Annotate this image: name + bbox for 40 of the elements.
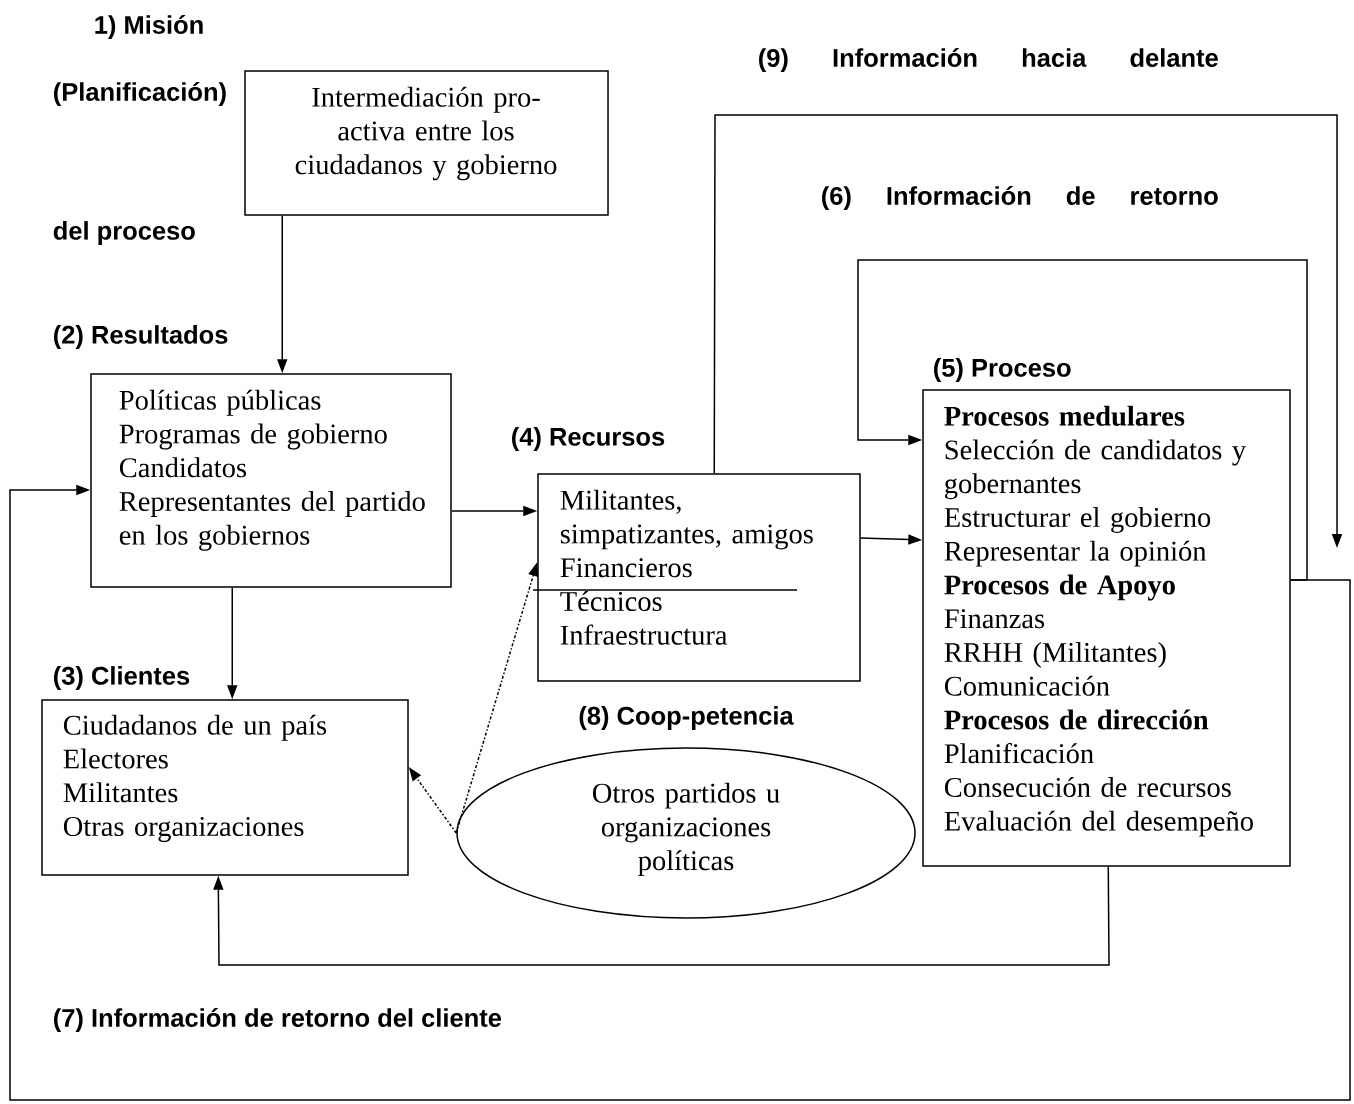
arrow bbox=[213, 866, 1110, 966]
list-item: Políticas públicas bbox=[119, 389, 321, 416]
heading: del proceso bbox=[53, 221, 195, 245]
arrow bbox=[9, 484, 1351, 1101]
list-item: Representantes del partido en los gobiernos bbox=[119, 491, 425, 551]
list-item: Programas de gobierno bbox=[119, 423, 387, 450]
list-item: Consecución de recursos bbox=[944, 776, 1231, 798]
box-text: Otros partidos u organizaciones políticas bbox=[593, 782, 780, 877]
heading: 1) Misión bbox=[95, 15, 203, 39]
list-item: Selección de candidatos y gobernantes bbox=[945, 439, 1246, 500]
list-item: RRHH (Militantes) bbox=[944, 642, 1166, 668]
list-item: Procesos medulares bbox=[944, 405, 1185, 426]
mission-box bbox=[244, 70, 609, 216]
list-item: Ciudadanos de un país bbox=[63, 714, 327, 741]
box-heading: (4) Recursos bbox=[512, 427, 665, 451]
list-item: Comunicación bbox=[944, 675, 1110, 696]
list-item: Procesos de dirección bbox=[944, 709, 1209, 730]
box-text: Intermediación pro-activa entre los ciudadanos y gobierno bbox=[295, 86, 557, 181]
list-item: Procesos de Apoyo bbox=[944, 574, 1175, 601]
list-item: Planificación bbox=[944, 742, 1094, 764]
list-item: Otras organizaciones bbox=[63, 816, 304, 842]
list-item: Infraestructura bbox=[560, 624, 728, 645]
box-heading: (5) Proceso bbox=[934, 358, 1071, 382]
list-item: Representar la opinión bbox=[944, 540, 1207, 567]
list-item: Electores bbox=[63, 748, 168, 769]
list-item: Técnicos bbox=[560, 590, 662, 612]
list-item: Estructurar el gobierno bbox=[944, 507, 1211, 533]
list-item: Militantes, simpatizantes, amigos bbox=[560, 489, 813, 550]
list-item: Evaluación del desempeño bbox=[944, 810, 1253, 837]
box-heading: (2) Resultados bbox=[54, 325, 228, 349]
list-item: Finanzas bbox=[944, 609, 1045, 629]
arrow bbox=[857, 259, 1308, 581]
loop-label: (6) Información de retorno bbox=[822, 186, 1218, 210]
loop-label: (9) Información hacia delante bbox=[759, 48, 1218, 72]
list-item: Financieros bbox=[560, 558, 692, 578]
box-heading: (3) Clientes bbox=[54, 666, 190, 690]
loop-label: (7) Información de retorno del cliente bbox=[54, 1008, 502, 1032]
list-item: Candidatos bbox=[119, 457, 246, 478]
box-heading: (8) Coop-petencia bbox=[579, 706, 794, 730]
list-item: Militantes bbox=[63, 782, 178, 803]
